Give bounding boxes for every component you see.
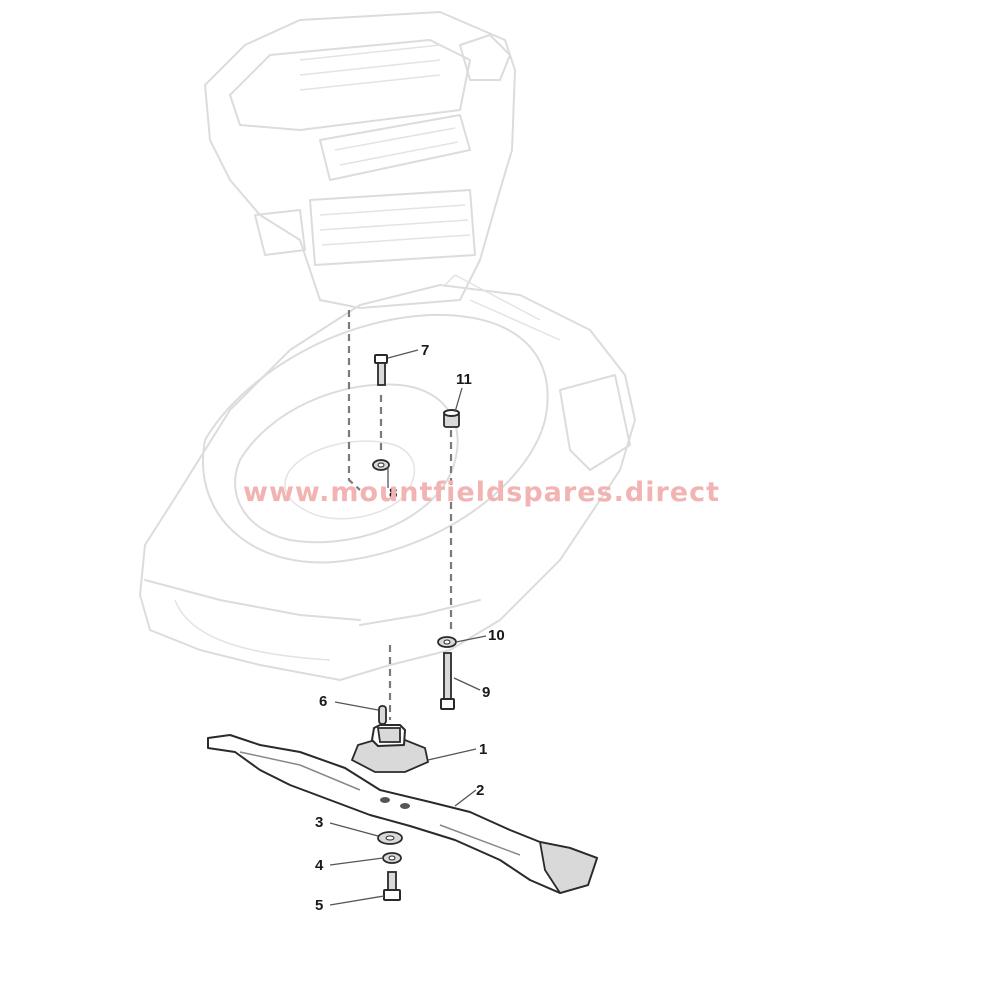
- callout-9: 9: [482, 684, 490, 701]
- part-1-blade-adaptor: [350, 724, 430, 773]
- part-11-spacer: [443, 409, 460, 428]
- callout-11: 11: [456, 371, 472, 388]
- part-10-washer: [437, 636, 457, 648]
- part-8-washer: [372, 459, 390, 471]
- callout-3: 3: [315, 814, 323, 831]
- part-6-key: [378, 705, 387, 725]
- callout-6: 6: [319, 693, 327, 710]
- part-7-bolt: [374, 354, 388, 386]
- callout-10: 10: [488, 627, 505, 644]
- part-9-bolt: [440, 652, 455, 710]
- engine-shaft-axis: [347, 310, 361, 491]
- part-2-blade: [207, 734, 599, 895]
- callout-2: 2: [476, 782, 484, 799]
- engine-outline: [204, 11, 516, 309]
- callout-5: 5: [315, 897, 323, 914]
- part-3-washer: [377, 831, 403, 845]
- callout-1: 1: [479, 741, 487, 758]
- mower-deck-outline: [139, 274, 636, 681]
- part-5-bolt: [383, 871, 401, 901]
- callout-7: 7: [421, 342, 429, 359]
- part-4-lock-washer: [382, 852, 402, 864]
- callout-labels: 7 11 8 10 9 6 1 2 3 4 5: [315, 342, 505, 914]
- leader-lines: [329, 349, 487, 906]
- callout-8: 8: [389, 485, 397, 502]
- watermark-text: www.mountfieldspares.direct: [243, 477, 720, 508]
- callout-4: 4: [315, 857, 324, 874]
